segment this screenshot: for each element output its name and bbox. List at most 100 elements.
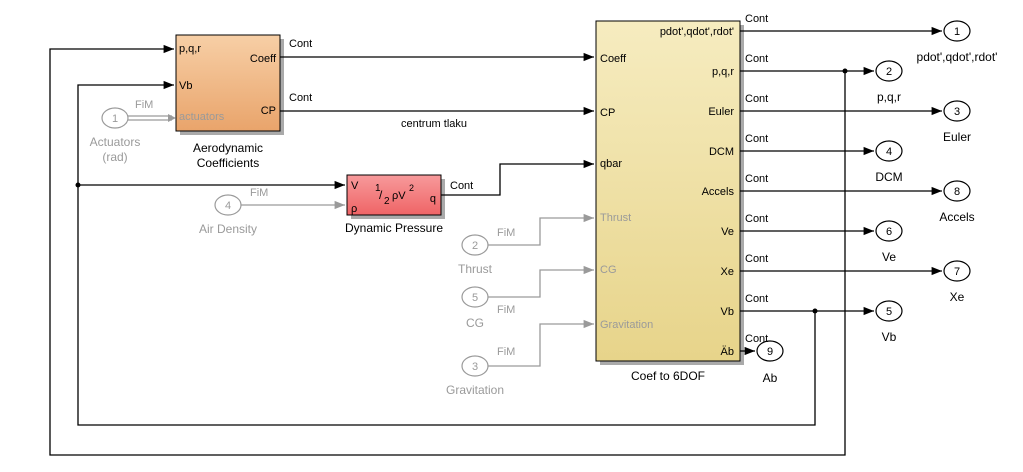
aero-in-vb-label: Vb [179, 80, 192, 92]
inport-air-density-num: 4 [225, 200, 231, 212]
wire-out-pdot-label: Cont [745, 13, 768, 25]
outport-vb-num: 5 [886, 306, 892, 318]
wire-coeff-label: Cont [289, 38, 312, 50]
wire-out-euler-label: Cont [745, 93, 768, 105]
inport-air-density[interactable]: 4 [214, 194, 242, 216]
outport-vb-label: Vb [882, 330, 897, 344]
dyn-caption: Dynamic Pressure [345, 221, 443, 235]
coef-out-accels-label: Accels [702, 186, 735, 198]
outport-dcm-label: DCM [875, 170, 902, 184]
wire-gravitation[interactable] [488, 319, 594, 367]
wire-thrust[interactable] [488, 213, 594, 246]
coef-out-ve-label: Ve [721, 226, 734, 238]
svg-text:ρV: ρV [392, 190, 406, 202]
inport-thrust-label: Thrust [458, 262, 493, 276]
wire-actuators-label: FiM [135, 99, 153, 111]
aero-out-coeff-label: Coeff [250, 53, 277, 65]
outport-pdot[interactable]: 1 [943, 20, 971, 42]
wire-actuators[interactable] [128, 114, 176, 122]
inport-thrust-num: 2 [472, 240, 478, 252]
wire-out-ve-label: Cont [745, 213, 768, 225]
wire-air-density-label: FiM [250, 187, 268, 199]
wire-cp-name: centrum tlaku [401, 118, 467, 130]
outport-ab-num: 9 [767, 346, 773, 358]
inport-thrust[interactable]: 2 [461, 234, 489, 256]
wire-cg[interactable] [488, 265, 594, 298]
inport-actuators-label1: Actuators [90, 135, 141, 149]
outport-xe-label: Xe [950, 290, 965, 304]
outport-pqr-num: 2 [886, 66, 892, 78]
svg-text:1: 1 [375, 183, 381, 194]
wire-qbar-label: Cont [450, 180, 473, 192]
inport-gravitation-num: 3 [472, 361, 478, 373]
coef-out-dcm-label: DCM [709, 146, 734, 158]
aero-caption-line1: Aerodynamic [193, 141, 263, 155]
wire-cp-label: Cont [289, 92, 312, 104]
coef-out-pdot-label: pdot',qdot',rdot' [660, 26, 734, 38]
aero-out-cp-label: CP [261, 105, 276, 117]
wire-feedback-pqr[interactable] [49, 44, 846, 456]
inport-air-density-label: Air Density [199, 222, 257, 236]
inport-gravitation[interactable]: 3 [461, 355, 489, 377]
svg-text:2: 2 [384, 196, 390, 207]
coef-out-euler-label: Euler [708, 106, 734, 118]
coef-in-qbar-label: qbar [600, 158, 622, 170]
coef-out-ab-label: Äb [721, 346, 734, 358]
coef-caption: Coef to 6DOF [631, 369, 705, 383]
coef-in-cg-label: CG [600, 264, 617, 276]
outport-pqr[interactable]: 2 [875, 60, 903, 82]
coef-in-thrust-label: Thrust [600, 212, 631, 224]
wire-feedback-vb[interactable] [77, 80, 816, 426]
wire-out-xe-label: Cont [745, 253, 768, 265]
outport-euler-num: 3 [954, 106, 960, 118]
outport-ve[interactable]: 6 [875, 220, 903, 242]
svg-text:/: / [379, 188, 383, 202]
aero-caption-line2: Coefficients [197, 156, 259, 170]
inport-cg[interactable]: 5 [461, 286, 489, 308]
outport-ve-label: Ve [882, 250, 896, 264]
outport-ve-num: 6 [886, 226, 892, 238]
outport-dcm[interactable]: 4 [875, 140, 903, 162]
outport-pdot-num: 1 [954, 26, 960, 38]
outport-xe-num: 7 [954, 266, 960, 278]
wire-thrust-label: FiM [497, 227, 515, 239]
aero-in-actuators-label: actuators [179, 111, 225, 123]
inport-cg-label: CG [466, 316, 484, 330]
outport-pqr-label: p,q,r [877, 90, 901, 104]
dynamic-pressure-block[interactable]: V ρ q 1 / 2 ρV 2 [346, 174, 445, 219]
coef-out-xe-label: Xe [721, 266, 734, 278]
inport-actuators-num: 1 [112, 113, 118, 125]
svg-text:2: 2 [409, 183, 414, 193]
outport-euler[interactable]: 3 [943, 100, 971, 122]
dynamic-pressure-formula-icon: 1 / 2 ρV 2 [375, 183, 414, 207]
wire-out-ab-label: Cont [745, 333, 768, 345]
outport-ab[interactable]: 9 [756, 340, 784, 362]
outport-vb[interactable]: 5 [875, 300, 903, 322]
dyn-out-q-label: q [430, 193, 436, 205]
coef-in-cp-label: CP [600, 107, 615, 119]
outport-accels[interactable]: 8 [943, 180, 971, 202]
outport-accels-label: Accels [939, 210, 974, 224]
inport-actuators-label2: (rad) [102, 150, 127, 164]
coef-out-pqr-label: p,q,r [712, 66, 734, 78]
wire-gravitation-label: FiM [497, 346, 515, 358]
outport-accels-num: 8 [954, 186, 960, 198]
aero-coefficients-block[interactable]: p,q,r Vb actuators Coeff CP [175, 34, 284, 135]
inport-actuators[interactable]: 1 [101, 107, 129, 129]
wire-out-accels-label: Cont [745, 173, 768, 185]
coef-to-6dof-block[interactable]: Coeff CP qbar Thrust CG Gravitation pdot… [595, 20, 744, 365]
dyn-in-rho-label: ρ [351, 203, 357, 215]
wire-qbar[interactable] [441, 159, 594, 196]
wire-cg-label: FiM [497, 304, 515, 316]
wire-out-vb-label: Cont [745, 293, 768, 305]
inport-gravitation-label: Gravitation [446, 383, 504, 397]
outport-xe[interactable]: 7 [943, 260, 971, 282]
coef-in-gravitation-label: Gravitation [600, 319, 653, 331]
outport-euler-label: Euler [943, 130, 971, 144]
wire-out-pqr-label: Cont [745, 53, 768, 65]
outport-dcm-num: 4 [886, 146, 892, 158]
inport-cg-num: 5 [472, 292, 478, 304]
coef-out-vb-label: Vb [721, 306, 734, 318]
wire-out-dcm-label: Cont [745, 133, 768, 145]
